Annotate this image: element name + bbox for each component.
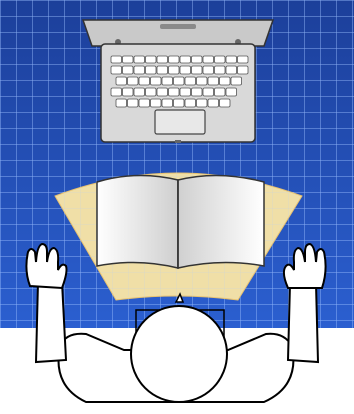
keyboard-key (192, 66, 203, 74)
keyboard-key (111, 66, 122, 74)
keyboard-key (169, 56, 180, 63)
keyboard-key (134, 88, 145, 96)
keyboard-key (169, 88, 180, 96)
keyboard-key (203, 88, 214, 96)
left-arm (36, 282, 66, 362)
keyboard-key (123, 66, 134, 74)
keyboard-key (197, 77, 208, 85)
keyboard-key (220, 77, 231, 85)
keyboard-key (139, 77, 150, 85)
keyboard-key (162, 99, 173, 107)
keyboard-key (215, 56, 226, 63)
keyboard-key (146, 88, 157, 96)
keyboard-key (151, 99, 162, 107)
keyboard-key (146, 56, 157, 63)
keyboard-key (238, 56, 249, 63)
laptop-icon (83, 20, 273, 143)
keyboard-key (111, 88, 122, 96)
keyboard-key (157, 66, 168, 74)
keyboard-key (208, 77, 219, 85)
open-book-icon (97, 175, 264, 268)
keyboard-key (192, 88, 203, 96)
keyboard-key (203, 56, 214, 63)
keyboard-key (215, 88, 226, 96)
keyboard-key (123, 56, 134, 63)
keyboard-key (146, 66, 157, 74)
keyboard-key (220, 99, 231, 107)
keyboard-key (180, 56, 191, 63)
keyboard-key (203, 66, 214, 74)
keyboard-key (197, 99, 208, 107)
keyboard-key (208, 99, 219, 107)
keyboard-key (139, 99, 150, 107)
keyboard-key (128, 99, 139, 107)
keyboard-key (116, 77, 127, 85)
keyboard-key (157, 88, 168, 96)
keyboard-key (238, 66, 249, 74)
keyboard-key (111, 56, 122, 63)
keyboard-key (128, 77, 139, 85)
keyboard-key (134, 66, 145, 74)
keyboard-key (215, 66, 226, 74)
head (131, 306, 227, 402)
keyboard-key (192, 56, 203, 63)
keyboard-key (226, 66, 237, 74)
keyboard-key (226, 56, 237, 63)
keyboard-key (162, 77, 173, 85)
keyboard-key (157, 56, 168, 63)
keyboard-key (134, 56, 145, 63)
keyboard-key (180, 88, 191, 96)
keyboard-key (123, 88, 134, 96)
keyboard-key (185, 99, 196, 107)
keyboard-key (226, 88, 237, 96)
keyboard-key (185, 77, 196, 85)
keyboard-key (174, 77, 185, 85)
keyboard-key (231, 77, 242, 85)
keyboard-key (180, 66, 191, 74)
keyboard-key (116, 99, 127, 107)
keyboard-key (169, 66, 180, 74)
keyboard-key (174, 99, 185, 107)
right-arm (288, 284, 318, 362)
keyboard-key (151, 77, 162, 85)
